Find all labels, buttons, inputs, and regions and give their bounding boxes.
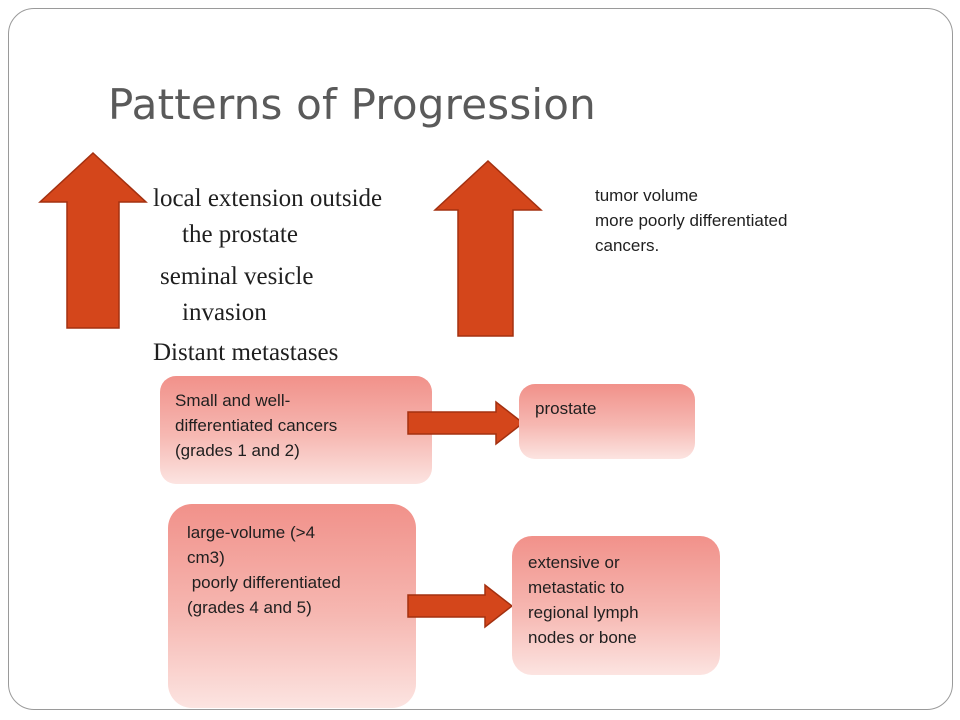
extensive-metastatic-box: extensive or metastatic to regional lymp… — [512, 536, 720, 675]
row2-source-line4: (grades 4 and 5) — [187, 598, 312, 617]
seminal-vesicle-line2: invasion — [182, 299, 267, 326]
small-well-differentiated-box: Small and well- differentiated cancers (… — [160, 376, 432, 484]
right-arrow-icon-row1 — [407, 400, 525, 446]
row1-source-line1: Small and well- — [175, 391, 291, 410]
progression-item-seminal-vesicle: seminal vesicle invasion — [160, 259, 313, 331]
local-extension-line2: the prostate — [182, 221, 298, 248]
row1-source-line2: differentiated cancers — [175, 416, 338, 435]
row2-target-line1: extensive or — [528, 553, 620, 572]
row2-source-line2: cm3) — [187, 548, 225, 567]
row2-target-line3: regional lymph — [528, 603, 639, 622]
row1-target-label: prostate — [535, 399, 597, 418]
slide-title: Patterns of Progression — [108, 80, 596, 129]
up-arrow-icon-middle — [433, 159, 543, 337]
poorly-differentiated-line: more poorly differentiated — [595, 211, 788, 230]
large-volume-box: large-volume (>4 cm3) poorly differentia… — [168, 504, 416, 708]
row2-source-line3: poorly differentiated — [187, 573, 341, 592]
local-extension-line1: local extension outside — [153, 185, 383, 212]
prostate-box: prostate — [519, 384, 695, 459]
progression-item-local-extension: local extension outside the prostate — [153, 181, 382, 253]
tumor-volume-line: tumor volume — [595, 186, 698, 205]
row1-source-line3: (grades 1 and 2) — [175, 441, 300, 460]
row2-target-line4: nodes or bone — [528, 628, 637, 647]
row2-source-line1: large-volume (>4 — [187, 523, 316, 542]
tumor-features-list: tumor volume more poorly differentiated … — [595, 183, 787, 258]
slide-frame — [8, 8, 953, 710]
up-arrow-icon-left — [38, 151, 148, 329]
progression-item-distant-metastases: Distant metastases — [153, 339, 339, 366]
cancers-line: cancers. — [595, 236, 660, 255]
row2-target-line2: metastatic to — [528, 578, 625, 597]
seminal-vesicle-line1: seminal vesicle — [160, 263, 314, 290]
right-arrow-icon-row2 — [407, 583, 514, 629]
